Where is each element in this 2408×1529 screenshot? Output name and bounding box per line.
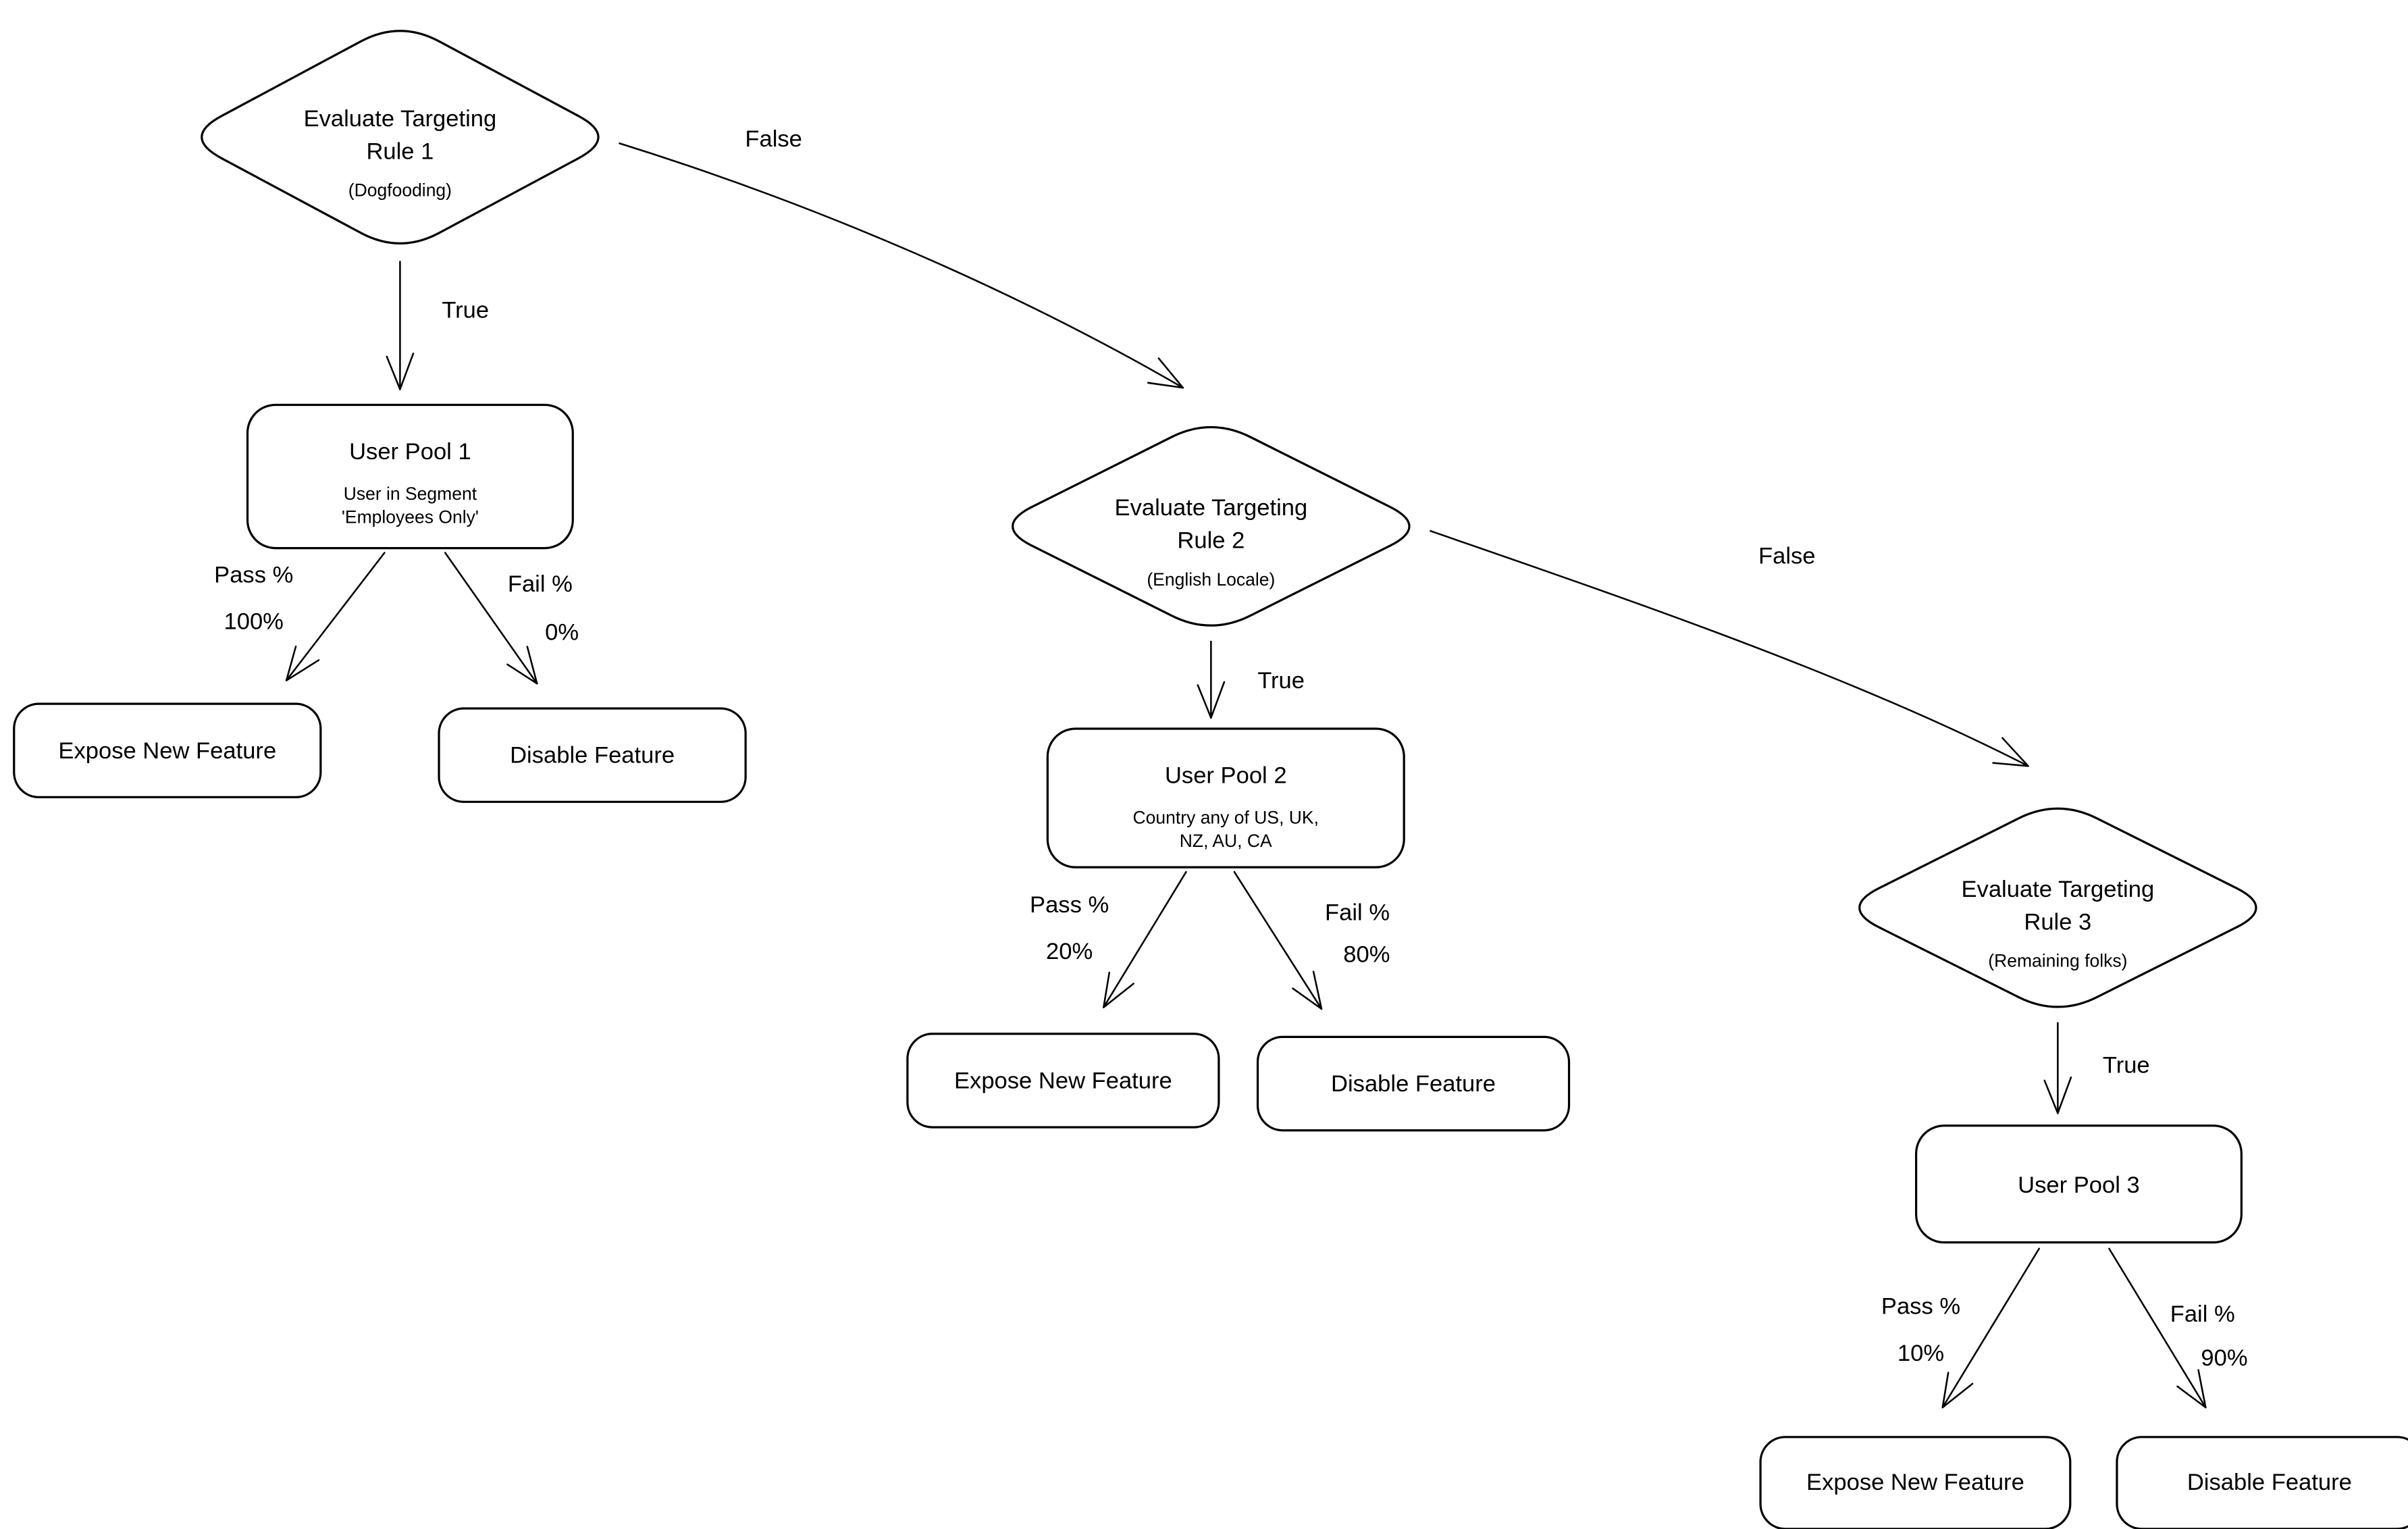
- outcome-disable-2-label: Disable Feature: [1331, 1071, 1496, 1097]
- edge-pool1-fail: [444, 552, 538, 685]
- process-user-pool-1: User Pool 1 User in Segment 'Employees O…: [246, 403, 574, 550]
- outcome-expose-2-label: Expose New Feature: [954, 1068, 1172, 1093]
- edge-pool3-fail: [2108, 1247, 2207, 1409]
- process-user-pool-1-sub-line-1: User in Segment: [344, 484, 477, 504]
- edges: True False Pass % 100% Fail % 0% True Fa…: [214, 126, 2248, 1409]
- edge-label-pool1-fail: Fail %: [508, 571, 573, 597]
- decision-rule-3-subtitle: (Remaining folks): [1988, 951, 2127, 971]
- outcome-expose-2: Expose New Feature: [906, 1033, 1220, 1129]
- edge-label-pool1-pass: Pass %: [214, 562, 293, 588]
- process-user-pool-2: User Pool 2 Country any of US, UK, NZ, A…: [1046, 727, 1405, 869]
- decision-rule-1-title-line-2: Rule 1: [366, 138, 434, 164]
- process-user-pool-1-sub-line-2: 'Employees Only': [342, 507, 479, 527]
- edge-label-pool2-fail: Fail %: [1325, 900, 1390, 926]
- edge-label-rule2-false: False: [1758, 544, 1816, 569]
- outcome-expose-3-label: Expose New Feature: [1806, 1470, 2024, 1495]
- edge-pool3-pass: [1941, 1247, 2040, 1409]
- outcome-disable-2: Disable Feature: [1256, 1035, 1571, 1132]
- decision-rule-3-title-line-2: Rule 3: [2024, 909, 2091, 935]
- edge-label-rule3-true: True: [2103, 1052, 2150, 1078]
- outcome-expose-1: Expose New Feature: [13, 702, 322, 799]
- outcome-disable-1: Disable Feature: [438, 707, 747, 803]
- edge-label-rule1-false: False: [745, 126, 802, 152]
- edge-label-pool3-pass: Pass %: [1881, 1294, 1960, 1320]
- outcome-disable-1-shape: [438, 707, 747, 803]
- decision-rule-2-title-line-2: Rule 2: [1177, 528, 1245, 554]
- outcome-expose-1-label: Expose New Feature: [58, 738, 276, 764]
- decision-rule-1-shape: [201, 30, 600, 244]
- edge-label-pool2-fail-value: 80%: [1343, 942, 1390, 968]
- outcome-expose-2-shape: [906, 1033, 1220, 1129]
- process-user-pool-1-shape: [246, 403, 574, 550]
- decision-rule-3-shape: [1858, 807, 2257, 1008]
- edge-pool2-fail: [1233, 871, 1323, 1010]
- decision-rule-2-shape: [1012, 425, 1411, 627]
- decision-rule-1-subtitle: (Dogfooding): [348, 180, 452, 201]
- outcome-disable-3-label: Disable Feature: [2187, 1470, 2352, 1495]
- decision-rule-1-title-line-1: Evaluate Targeting: [304, 106, 497, 132]
- outcome-disable-1-label: Disable Feature: [510, 743, 675, 769]
- edge-pool2-pass: [1103, 871, 1187, 1008]
- process-user-pool-3-title: User Pool 3: [2018, 1172, 2140, 1198]
- edge-label-pool2-pass: Pass %: [1030, 892, 1109, 918]
- decision-rule-2: Evaluate Targeting Rule 2 (English Local…: [1012, 425, 1411, 627]
- edge-pool1-pass: [285, 552, 386, 681]
- process-user-pool-1-title: User Pool 1: [349, 439, 471, 465]
- edge-label-pool3-fail: Fail %: [2170, 1301, 2235, 1327]
- decision-rule-3-title-line-1: Evaluate Targeting: [1962, 877, 2155, 902]
- edge-label-pool2-pass-value: 20%: [1046, 939, 1093, 964]
- edge-label-pool1-pass-value: 100%: [224, 608, 284, 634]
- outcome-disable-2-shape: [1256, 1035, 1571, 1132]
- process-user-pool-3: User Pool 3: [1914, 1124, 2243, 1244]
- decision-rule-1: Evaluate Targeting Rule 1 (Dogfooding): [201, 30, 600, 244]
- outcome-expose-1-shape: [13, 702, 322, 799]
- edge-label-pool3-fail-value: 90%: [2201, 1345, 2247, 1371]
- edge-label-pool3-pass-value: 10%: [1897, 1341, 1944, 1366]
- outcome-disable-3: Disable Feature: [2116, 1436, 2408, 1529]
- decision-rule-3: Evaluate Targeting Rule 3 (Remaining fol…: [1858, 807, 2257, 1008]
- process-user-pool-2-shape: [1046, 727, 1405, 869]
- decision-rule-2-subtitle: (English Locale): [1147, 569, 1275, 590]
- edge-label-rule1-true: True: [442, 297, 489, 323]
- process-user-pool-2-sub-line-2: NZ, AU, CA: [1180, 831, 1272, 851]
- decision-rule-2-title-line-1: Evaluate Targeting: [1115, 495, 1308, 521]
- edge-label-rule2-true: True: [1257, 668, 1305, 694]
- process-user-pool-2-title: User Pool 2: [1165, 763, 1287, 789]
- process-user-pool-3-shape: [1914, 1124, 2243, 1244]
- outcome-expose-3: Expose New Feature: [1759, 1436, 2072, 1529]
- edge-rule2-false: [1430, 529, 2029, 767]
- process-user-pool-2-sub-line-1: Country any of US, UK,: [1133, 808, 1319, 828]
- edge-label-pool1-fail-value: 0%: [545, 620, 579, 646]
- edge-rule1-false: [619, 142, 1184, 389]
